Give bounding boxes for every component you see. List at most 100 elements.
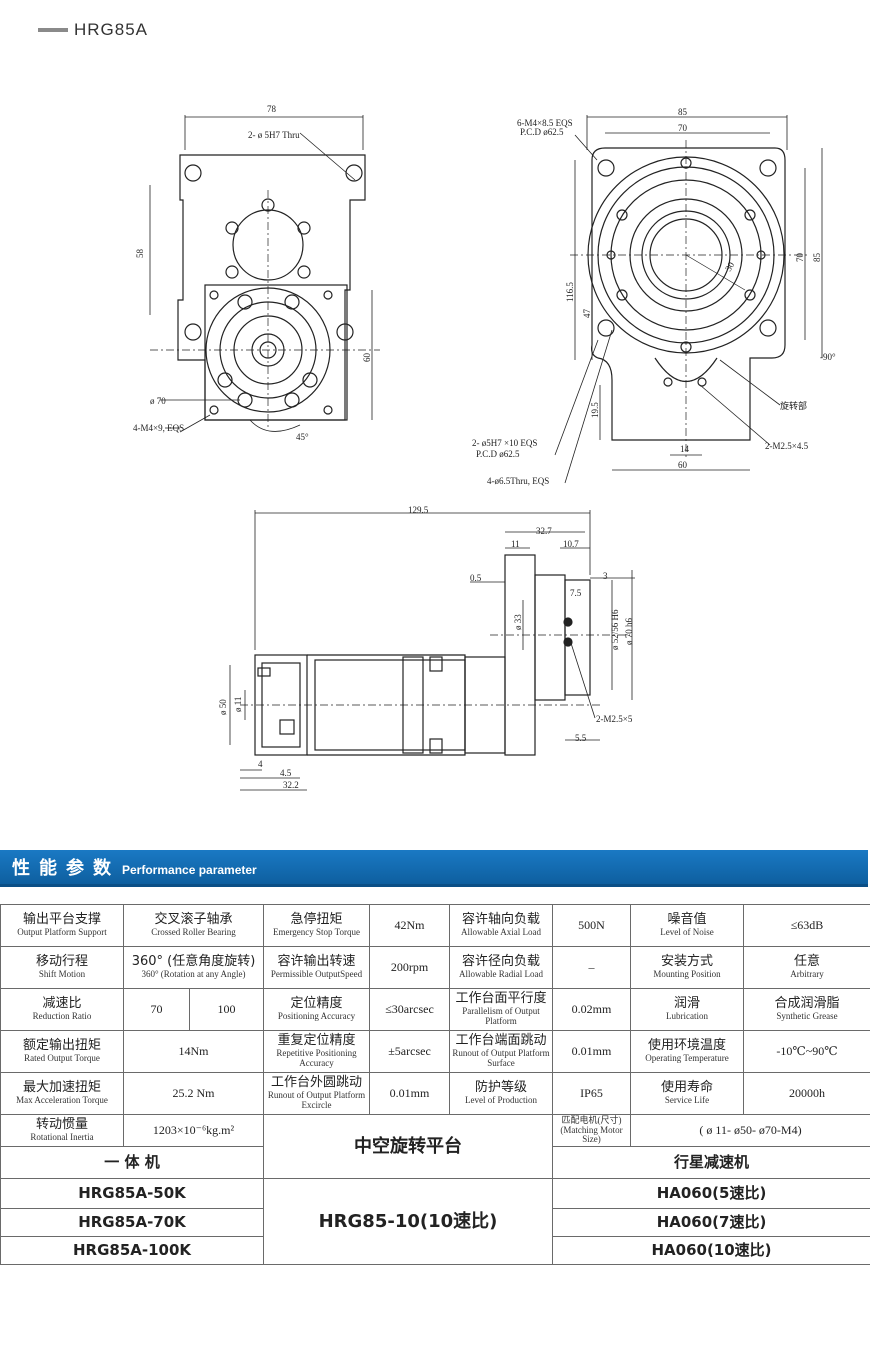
model-left-3: HRG85A-100K: [0, 1236, 264, 1265]
cell-value: 360° (任意角度旋转)360° (Rotation at any Angle…: [123, 946, 264, 989]
model-row-1: HRG85A-50K HRG85-10(10速比) HA060(5速比): [0, 1178, 870, 1265]
dim-m25b: 2-M2.5×5: [596, 714, 633, 724]
cell-value: 0.01mm: [552, 1030, 631, 1073]
dim-angle45: 45°: [296, 432, 309, 442]
model-row-3: HRG85A-100K HA060(10速比): [0, 1236, 870, 1265]
label-rotating-part: 旋转部: [780, 400, 807, 411]
cell-value: -10℃~90℃: [743, 1030, 870, 1073]
dim-05: 0.5: [470, 573, 482, 583]
dim-85: 85: [678, 107, 688, 117]
dim-m4b: 6-M4×8.5 EQS: [517, 118, 573, 128]
dim-60b: 60: [678, 460, 688, 470]
cell-value: 0.01mm: [369, 1072, 450, 1115]
dim-75: 7.5: [570, 588, 582, 598]
dim-temp90: -90°: [820, 352, 836, 362]
dim-thru2: 2- ø5H7 ×10 EQS: [472, 438, 537, 448]
drawing-side-view: [229, 510, 635, 791]
integrated-header: 一 体 机: [0, 1146, 264, 1179]
dim-70: 70: [678, 123, 688, 133]
section-title-en: Performance parameter: [122, 862, 257, 877]
dim-phi52: ø 52/56 H6: [610, 609, 620, 650]
cell-value: –: [552, 946, 631, 989]
dim-thru3: 4-ø6.5Thru, EQS: [487, 476, 549, 486]
dim-78: 78: [267, 104, 277, 114]
dim-phi33: ø 33: [513, 614, 523, 630]
dim-85v: 85: [812, 253, 822, 263]
cell-value: ( ø 11- ø50- ø70-M4): [630, 1114, 870, 1147]
dim-pcd1: P.C.D ø62.5: [520, 127, 564, 137]
dim-pcd2: P.C.D ø62.5: [476, 449, 520, 459]
dim-phi70: ø 70: [150, 396, 166, 406]
page-header: HRG85A: [38, 16, 148, 44]
cell-value: 20000h: [743, 1072, 870, 1115]
dim-r30: 30: [723, 260, 736, 273]
model-left-1: HRG85A-50K: [0, 1178, 264, 1209]
model-right-2: HA060(7速比): [552, 1208, 870, 1237]
dim-58: 58: [135, 249, 145, 259]
spec-row-7: 一 体 机 行星减速机: [0, 1146, 870, 1179]
cell-value: 70: [123, 988, 190, 1031]
dim-phi11: ø 11: [233, 697, 243, 712]
model-right-1: HA060(5速比): [552, 1178, 870, 1209]
section-title-cn: 性能参数: [12, 858, 120, 879]
cell-label: 匹配电机(尺寸)(Matching Motor Size): [552, 1114, 631, 1147]
cell-value: 25.2 Nm: [123, 1072, 264, 1115]
dim-195: 19.5: [590, 402, 600, 418]
model-row-2: HRG85A-70K HA060(7速比): [0, 1208, 870, 1237]
dim-phi70h: ø 70 h6: [624, 618, 634, 646]
cell-value: 500N: [552, 904, 631, 947]
dim-m4a: 4-M4×9, EQS: [133, 423, 184, 433]
performance-section-header: 性能参数 Performance parameter: [0, 850, 868, 887]
dim-70v: 70: [795, 253, 805, 263]
dim-107: 10.7: [563, 539, 579, 549]
dim-thru: 2- ø 5H7 Thru: [248, 130, 300, 140]
cell-value: IP65: [552, 1072, 631, 1115]
cell-value: 100: [189, 988, 264, 1031]
cell-value: 1203×10⁻⁶kg.m²: [123, 1114, 264, 1147]
drawing-flange-view: [554, 115, 823, 484]
cell-value: ≤63dB: [743, 904, 870, 947]
dim-11: 11: [511, 539, 520, 549]
dim-14: 14: [680, 444, 690, 454]
header-accent-bar: [38, 28, 68, 32]
model-left-2: HRG85A-70K: [0, 1208, 264, 1237]
dim-45: 4.5: [280, 768, 292, 778]
cell-value: ≤30arcsec: [369, 988, 450, 1031]
cell-value: 42Nm: [369, 904, 450, 947]
cell-value: 14Nm: [123, 1030, 264, 1073]
dim-m25: 2-M2.5×4.5: [765, 441, 809, 451]
model-mid: HRG85-10(10速比): [263, 1178, 553, 1265]
dim-3: 3: [603, 571, 608, 581]
hollow-platform-title: 中空旋转平台: [263, 1114, 553, 1179]
dim-4: 4: [258, 759, 263, 769]
dim-1295: 129.5: [408, 505, 429, 515]
dim-47: 47: [582, 309, 592, 319]
dim-322: 32.2: [283, 780, 299, 790]
cell-value: ±5arcsec: [369, 1030, 450, 1073]
gearbox-header: 行星减速机: [552, 1146, 870, 1179]
model-title: HRG85A: [74, 20, 149, 39]
dim-60: 60: [362, 353, 372, 363]
